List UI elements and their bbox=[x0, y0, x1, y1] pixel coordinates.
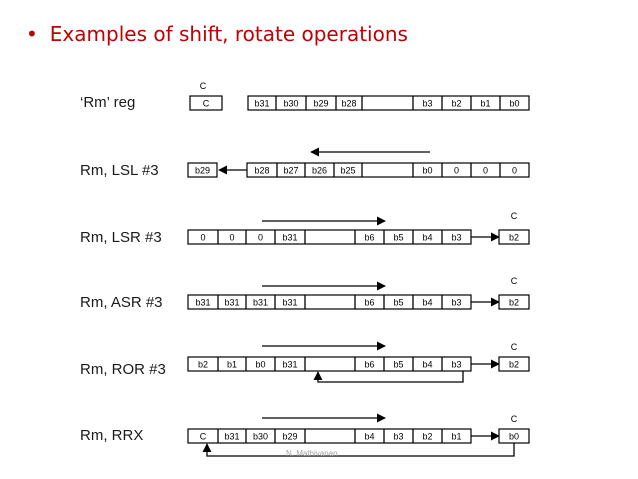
row1-carry-out bbox=[187, 162, 218, 178]
row5-cell-8: b1 bbox=[451, 432, 461, 442]
row0-carry-flag bbox=[189, 95, 223, 111]
row2-cell-1: 0 bbox=[229, 233, 234, 243]
row0-cell-b31: b31 bbox=[254, 99, 269, 109]
row0-cell-b2: b2 bbox=[451, 99, 461, 109]
row4-carry-flag-text: b2 bbox=[509, 360, 519, 370]
row-label-rrx: Rm, RRX bbox=[80, 427, 144, 444]
row5-cell-6: b3 bbox=[393, 432, 403, 442]
row2-carry-caption: C bbox=[511, 211, 518, 221]
row4-cell-1: b1 bbox=[227, 360, 237, 370]
row3-carry-flag bbox=[498, 294, 530, 310]
title-text: Examples of shift, rotate operations bbox=[49, 22, 408, 46]
row0-cell-b29: b29 bbox=[313, 99, 328, 109]
row4-cell-0: b2 bbox=[198, 360, 208, 370]
row2-cell-0: 0 bbox=[200, 233, 205, 243]
slide-title: • Examples of shift, rotate operations bbox=[26, 22, 408, 46]
row4-carry-flag bbox=[498, 356, 530, 372]
row1-cell-7: 0 bbox=[483, 166, 488, 176]
row5-wrap-arrow bbox=[202, 443, 515, 457]
row2-cell-6: b5 bbox=[393, 233, 403, 243]
row0-carry-caption: C bbox=[200, 81, 207, 91]
row-label-lsl: Rm, LSL #3 bbox=[80, 162, 159, 179]
row4-cell-5: b6 bbox=[364, 360, 374, 370]
row3-cell-8: b3 bbox=[451, 298, 461, 308]
row4-cell-6: b5 bbox=[393, 360, 403, 370]
row-label-lsr: Rm, LSR #3 bbox=[80, 229, 162, 246]
row3-cell-7: b4 bbox=[422, 298, 432, 308]
row5-cell-3: b29 bbox=[282, 432, 297, 442]
title-bullet: • bbox=[26, 22, 38, 46]
row2-cell-3: b31 bbox=[282, 233, 297, 243]
row2-cell-5: b6 bbox=[364, 233, 374, 243]
row5-cell-2: b30 bbox=[253, 432, 268, 442]
row5-carry-caption: C bbox=[511, 414, 518, 424]
row5-carry-flag-text: b0 bbox=[509, 432, 519, 442]
row4-cell-7: b4 bbox=[422, 360, 432, 370]
row1-carry-out-text: b29 bbox=[195, 166, 210, 176]
row4-cell-3: b31 bbox=[282, 360, 297, 370]
row1-cell-8: 0 bbox=[512, 166, 517, 176]
row4-carry-caption: C bbox=[511, 342, 518, 352]
row2-carry-flag bbox=[498, 229, 530, 245]
row2-cell-7: b4 bbox=[422, 233, 432, 243]
row3-cell-6: b5 bbox=[393, 298, 403, 308]
row0-cell-b30: b30 bbox=[283, 99, 298, 109]
row1-cell-3: b25 bbox=[340, 166, 355, 176]
row0-cell-b28: b28 bbox=[341, 99, 356, 109]
row3-carry-flag-text: b2 bbox=[509, 298, 519, 308]
row5-cell-0: C bbox=[200, 432, 207, 442]
row3-cell-1: b31 bbox=[224, 298, 239, 308]
row2-cell-8: b3 bbox=[451, 233, 461, 243]
row0-cell-b1: b1 bbox=[480, 99, 490, 109]
row1-cell-5: b0 bbox=[422, 166, 432, 176]
row1-cell-1: b27 bbox=[283, 166, 298, 176]
row1-cell-0: b28 bbox=[254, 166, 269, 176]
row1-cell-2: b26 bbox=[312, 166, 327, 176]
row0-carry-flag-text: C bbox=[203, 99, 210, 109]
row5-cell-1: b31 bbox=[224, 432, 239, 442]
row0-cell-b3: b3 bbox=[422, 99, 432, 109]
row4-cell-8: b3 bbox=[451, 360, 461, 370]
row1-register bbox=[246, 162, 530, 178]
row3-cell-0: b31 bbox=[195, 298, 210, 308]
row1-cell-6: 0 bbox=[454, 166, 459, 176]
row3-cell-3: b31 bbox=[282, 298, 297, 308]
row4-cell-2: b0 bbox=[255, 360, 265, 370]
row-label-asr: Rm, ASR #3 bbox=[80, 294, 163, 311]
row4-wrap-arrow bbox=[313, 371, 464, 383]
row3-carry-caption: C bbox=[511, 276, 518, 286]
row3-cell-5: b6 bbox=[364, 298, 374, 308]
footer-author: N. Mathivanan bbox=[286, 449, 338, 458]
row3-cell-2: b31 bbox=[253, 298, 268, 308]
row-label-ror: Rm, ROR #3 bbox=[80, 361, 166, 378]
row0-cell-b0: b0 bbox=[509, 99, 519, 109]
row-label-rm-reg: ‘Rm’ reg bbox=[80, 94, 136, 111]
row5-cell-5: b4 bbox=[364, 432, 374, 442]
row2-cell-2: 0 bbox=[258, 233, 263, 243]
row0-register bbox=[247, 95, 530, 111]
row5-cell-7: b2 bbox=[422, 432, 432, 442]
row2-carry-flag-text: b2 bbox=[509, 233, 519, 243]
